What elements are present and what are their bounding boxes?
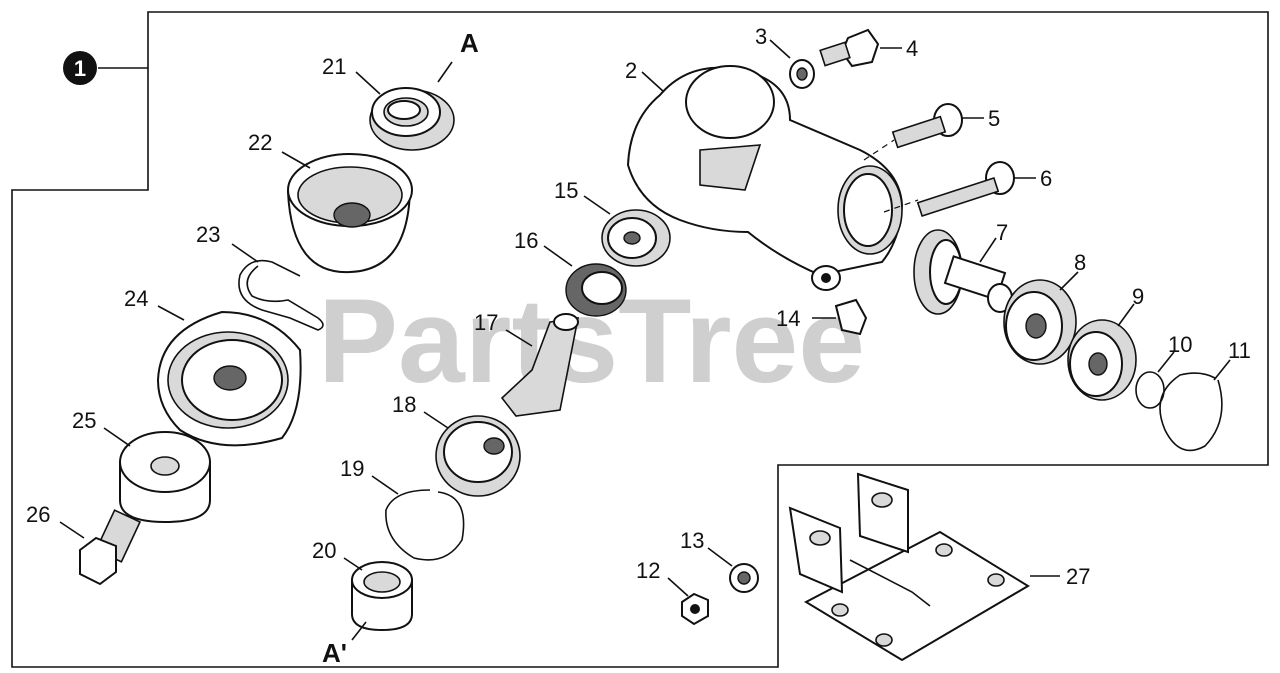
label-9: 9 bbox=[1132, 284, 1144, 309]
callout-main-label: 1 bbox=[74, 56, 86, 81]
diagram-frame bbox=[11, 11, 1269, 668]
label-17: 17 bbox=[474, 310, 498, 335]
label-8: 8 bbox=[1074, 250, 1086, 275]
part-4-bolt bbox=[819, 28, 880, 68]
label-26: 26 bbox=[26, 502, 50, 527]
part-10-ring bbox=[1135, 371, 1165, 409]
part-22-cup bbox=[286, 153, 413, 274]
label-13: 13 bbox=[680, 528, 704, 553]
label-14: 14 bbox=[776, 306, 800, 331]
label-25: 25 bbox=[72, 408, 96, 433]
part-6-screw bbox=[916, 161, 1015, 218]
part-8-bearing bbox=[1003, 279, 1077, 365]
marker-a: A bbox=[460, 28, 479, 58]
label-27: 27 bbox=[1066, 564, 1090, 589]
callout-main: 1 bbox=[63, 51, 148, 85]
part-9-bearing bbox=[1067, 319, 1137, 401]
part-7-gear bbox=[913, 229, 1013, 315]
label-5: 5 bbox=[988, 106, 1000, 131]
part-11-ring bbox=[1159, 372, 1223, 452]
label-18: 18 bbox=[392, 392, 416, 417]
part-19-ring bbox=[385, 489, 465, 561]
part-16-gear bbox=[565, 263, 627, 317]
label-10: 10 bbox=[1168, 332, 1192, 357]
label-20: 20 bbox=[312, 538, 336, 563]
part-18-bearing bbox=[435, 415, 521, 497]
part-21-bearing bbox=[369, 87, 455, 151]
part-27-bracket bbox=[788, 472, 1030, 662]
label-15: 15 bbox=[554, 178, 578, 203]
label-2: 2 bbox=[625, 58, 637, 83]
part-23-clip bbox=[238, 259, 324, 331]
part-5-screw bbox=[891, 103, 963, 149]
marker-a-prime: A' bbox=[322, 638, 347, 668]
part-24-cover bbox=[156, 310, 302, 447]
label-7: 7 bbox=[996, 220, 1008, 245]
part-labels: A A' 2 3 4 5 6 7 8 9 10 11 12 13 14 15 1… bbox=[26, 24, 1251, 668]
label-24: 24 bbox=[124, 286, 148, 311]
part-3-washer bbox=[789, 59, 815, 89]
part-26-bolt bbox=[79, 509, 142, 586]
part-12-nut bbox=[681, 592, 709, 626]
label-12: 12 bbox=[636, 558, 660, 583]
part-14-plate bbox=[834, 298, 868, 336]
part-15-bearing bbox=[601, 209, 671, 267]
label-11: 11 bbox=[1228, 338, 1251, 363]
label-6: 6 bbox=[1040, 166, 1052, 191]
label-22: 22 bbox=[248, 130, 272, 155]
label-23: 23 bbox=[196, 222, 220, 247]
leader-lines bbox=[59, 39, 1231, 641]
label-19: 19 bbox=[340, 456, 364, 481]
label-16: 16 bbox=[514, 228, 538, 253]
part-20-bushing bbox=[351, 561, 413, 632]
part-25-spacer bbox=[119, 431, 211, 524]
part-13-washer bbox=[729, 563, 759, 593]
label-3: 3 bbox=[755, 24, 767, 49]
label-4: 4 bbox=[906, 36, 918, 61]
part-2-housing bbox=[626, 65, 904, 291]
label-21: 21 bbox=[322, 54, 346, 79]
part-17-shaft bbox=[500, 313, 580, 417]
